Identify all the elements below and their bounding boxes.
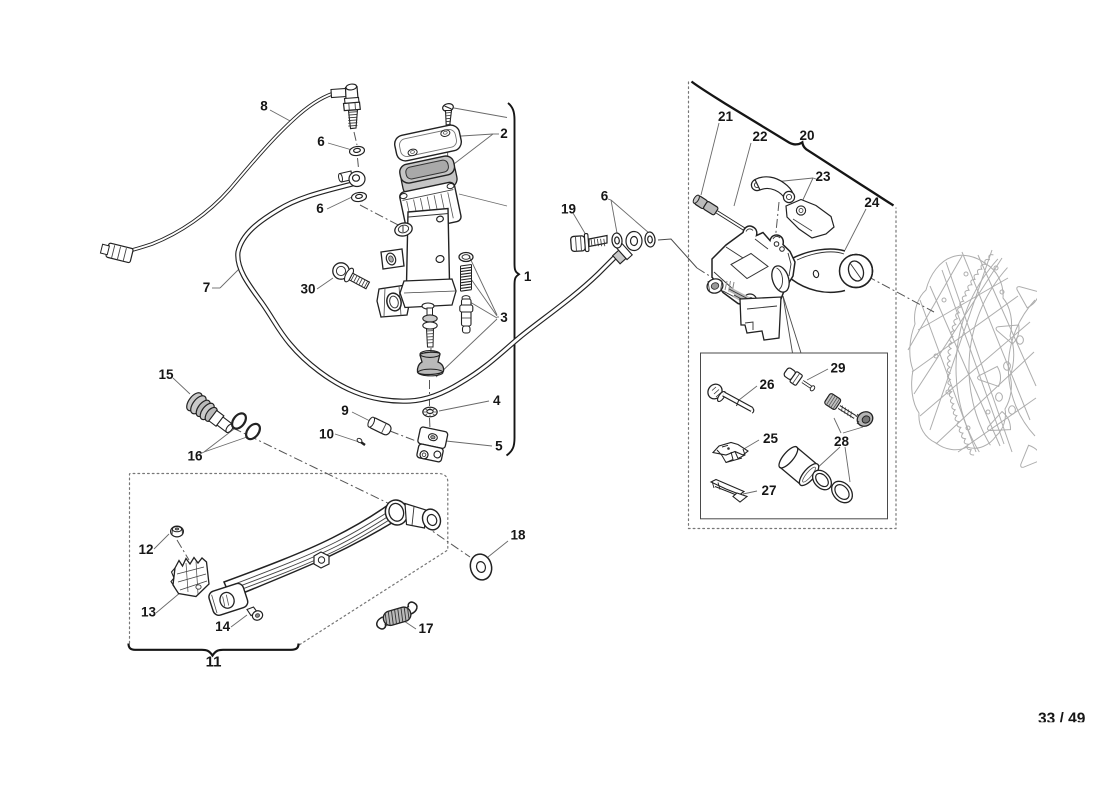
svg-text:21: 21 bbox=[718, 109, 734, 124]
svg-text:9: 9 bbox=[341, 403, 349, 418]
svg-text:28: 28 bbox=[834, 434, 850, 449]
svg-text:6: 6 bbox=[601, 188, 609, 203]
svg-text:33 / 49: 33 / 49 bbox=[1038, 711, 1086, 728]
svg-text:18: 18 bbox=[510, 527, 526, 542]
svg-text:1: 1 bbox=[524, 269, 532, 284]
svg-text:4: 4 bbox=[493, 393, 501, 408]
svg-text:30: 30 bbox=[300, 281, 315, 296]
svg-text:23: 23 bbox=[815, 169, 831, 184]
svg-text:11: 11 bbox=[206, 653, 222, 670]
svg-text:6: 6 bbox=[317, 134, 325, 149]
svg-text:5: 5 bbox=[495, 438, 503, 453]
svg-text:25: 25 bbox=[763, 431, 779, 446]
svg-text:7: 7 bbox=[203, 280, 211, 295]
svg-text:15: 15 bbox=[158, 367, 174, 382]
svg-text:27: 27 bbox=[761, 483, 776, 498]
svg-text:24: 24 bbox=[864, 195, 880, 210]
svg-text:2: 2 bbox=[500, 126, 508, 141]
svg-text:8: 8 bbox=[260, 98, 268, 113]
svg-text:12: 12 bbox=[138, 542, 153, 557]
svg-text:14: 14 bbox=[215, 619, 231, 634]
svg-text:6: 6 bbox=[316, 201, 324, 216]
svg-text:13: 13 bbox=[141, 604, 157, 619]
svg-text:20: 20 bbox=[799, 128, 814, 143]
svg-text:22: 22 bbox=[752, 129, 767, 144]
svg-text:26: 26 bbox=[759, 377, 775, 392]
svg-text:29: 29 bbox=[830, 360, 845, 375]
svg-text:3: 3 bbox=[500, 310, 508, 325]
svg-text:16: 16 bbox=[187, 448, 203, 463]
svg-text:17: 17 bbox=[418, 621, 433, 636]
svg-text:19: 19 bbox=[561, 201, 576, 216]
svg-text:10: 10 bbox=[319, 426, 334, 441]
